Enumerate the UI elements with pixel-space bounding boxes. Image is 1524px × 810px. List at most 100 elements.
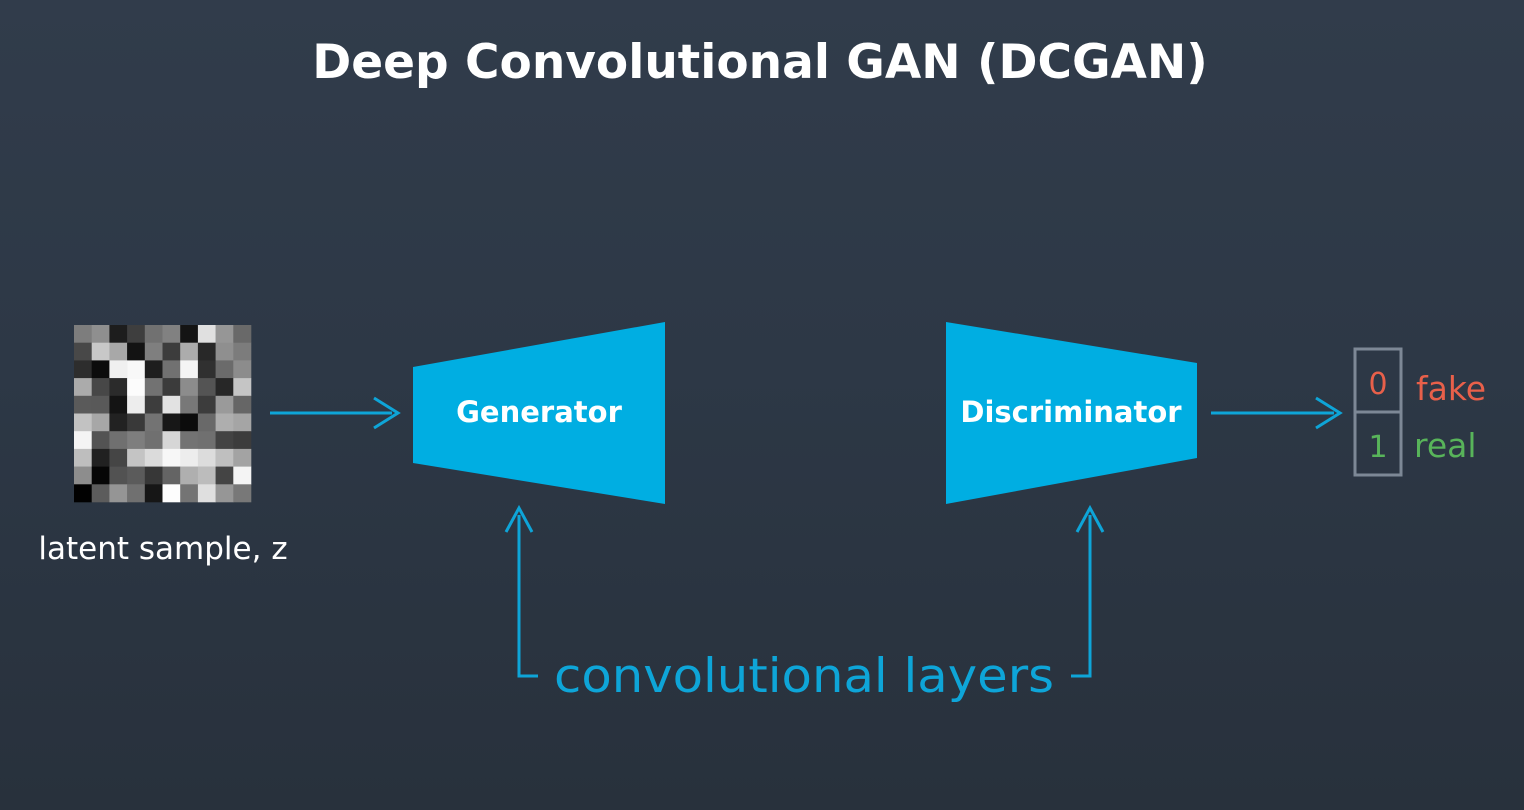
noise-pixel [109, 395, 128, 414]
arrow-latent-to-generator [270, 396, 401, 430]
noise-pixel [91, 360, 110, 379]
noise-pixel [233, 466, 252, 485]
arrow-discriminator-to-output [1211, 396, 1343, 430]
noise-pixel [162, 360, 181, 379]
noise-pixel [162, 431, 181, 450]
noise-pixel [127, 431, 146, 450]
noise-pixel [215, 413, 234, 432]
noise-pixel [74, 448, 92, 467]
noise-pixel [180, 325, 199, 343]
noise-pixel [144, 395, 163, 414]
noise-pixel [144, 431, 163, 450]
noise-pixel [233, 413, 252, 432]
noise-pixel [74, 484, 92, 503]
noise-pixel [127, 448, 146, 467]
output-fake-digit: 0 [1368, 367, 1387, 402]
noise-pixel [127, 325, 146, 343]
noise-pixel [233, 448, 252, 467]
noise-pixel [162, 484, 181, 503]
discriminator-block: Discriminator [946, 322, 1197, 504]
noise-pixel [233, 325, 252, 343]
noise-pixel [180, 484, 199, 503]
noise-pixel [144, 466, 163, 485]
generator-block: Generator [413, 322, 665, 504]
discriminator-label: Discriminator [960, 395, 1182, 429]
output-box: 0 1 [1353, 347, 1403, 477]
noise-pixel [144, 448, 163, 467]
noise-pixel [197, 431, 216, 450]
noise-pixel [197, 466, 216, 485]
noise-pixel [233, 484, 252, 503]
noise-pixel [215, 466, 234, 485]
noise-pixel [180, 342, 199, 361]
noise-pixel [127, 395, 146, 414]
noise-pixel [109, 466, 128, 485]
noise-pixel [144, 378, 163, 397]
noise-pixel [180, 466, 199, 485]
noise-pixel [74, 395, 92, 414]
output-fake-label: fake [1416, 369, 1486, 408]
noise-pixel [109, 413, 128, 432]
conv-bracket-right [1071, 504, 1105, 678]
noise-pixel [197, 360, 216, 379]
noise-pixel [197, 484, 216, 503]
generator-label: Generator [456, 395, 622, 429]
noise-pixel [144, 360, 163, 379]
noise-pixel [91, 413, 110, 432]
noise-pixel [109, 360, 128, 379]
noise-pixel [215, 431, 234, 450]
noise-pixel [233, 360, 252, 379]
noise-pixel [91, 484, 110, 503]
noise-pixel [144, 325, 163, 343]
noise-pixel [197, 325, 216, 343]
latent-noise-image [74, 325, 252, 503]
noise-pixel [162, 378, 181, 397]
latent-sample-caption: latent sample, z [38, 531, 287, 567]
noise-pixel [180, 395, 199, 414]
noise-pixel [109, 325, 128, 343]
conv-bracket-left [504, 504, 538, 678]
noise-pixel [197, 378, 216, 397]
noise-pixel [197, 395, 216, 414]
noise-pixel [215, 325, 234, 343]
noise-pixel [197, 413, 216, 432]
noise-pixel [215, 360, 234, 379]
noise-pixel [215, 395, 234, 414]
noise-pixel [109, 378, 128, 397]
noise-pixel [162, 413, 181, 432]
noise-pixel [74, 378, 92, 397]
noise-pixel [127, 466, 146, 485]
noise-pixel [197, 448, 216, 467]
noise-pixel [233, 342, 252, 361]
output-real-label: real [1414, 426, 1477, 465]
noise-pixel [74, 342, 92, 361]
noise-pixel [180, 448, 199, 467]
noise-pixel [180, 378, 199, 397]
noise-pixel [74, 466, 92, 485]
noise-pixel [162, 466, 181, 485]
noise-pixel [74, 413, 92, 432]
noise-pixel [162, 342, 181, 361]
noise-pixel [162, 448, 181, 467]
noise-pixel [197, 342, 216, 361]
noise-pixel [180, 360, 199, 379]
noise-pixel [109, 484, 128, 503]
noise-pixel [162, 395, 181, 414]
noise-pixel [127, 378, 146, 397]
noise-pixel [127, 342, 146, 361]
noise-pixel [109, 431, 128, 450]
output-real-digit: 1 [1368, 430, 1387, 465]
noise-pixel [215, 448, 234, 467]
noise-pixel [215, 342, 234, 361]
noise-pixel [91, 466, 110, 485]
noise-pixel [144, 342, 163, 361]
noise-pixel [109, 448, 128, 467]
noise-pixel [144, 484, 163, 503]
noise-pixel [127, 413, 146, 432]
noise-pixel [127, 360, 146, 379]
diagram-title: Deep Convolutional GAN (DCGAN) [312, 35, 1207, 90]
noise-pixel [74, 325, 92, 343]
noise-pixel [233, 378, 252, 397]
noise-pixel [74, 431, 92, 450]
